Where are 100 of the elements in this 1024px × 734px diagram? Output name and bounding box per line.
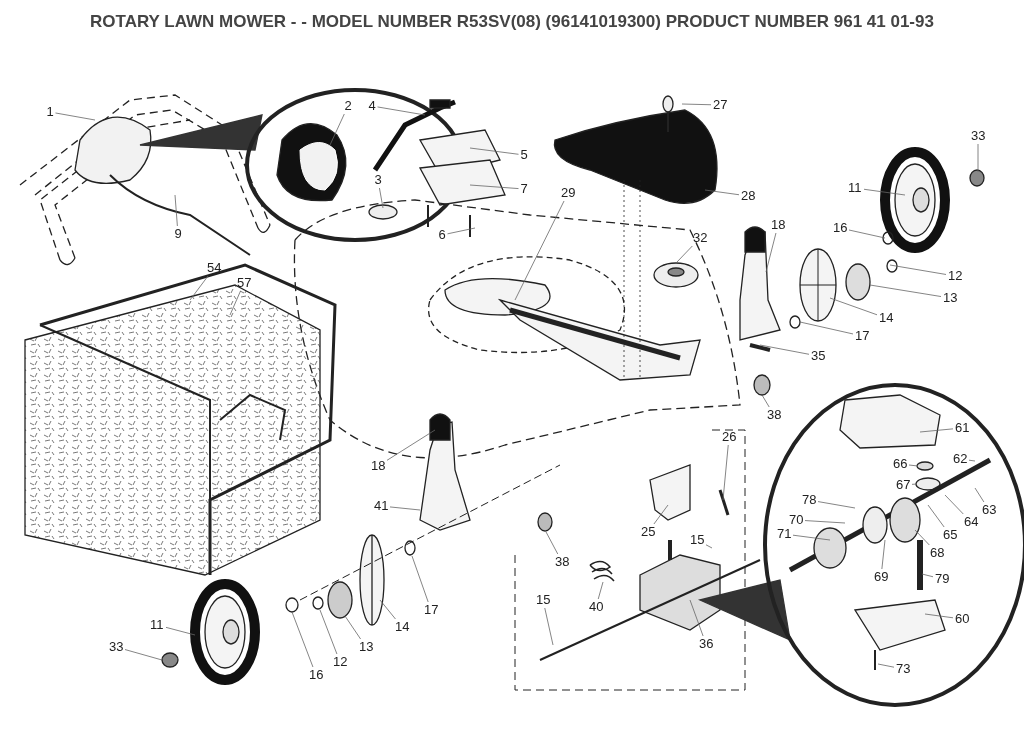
callout-number: 79 [934, 572, 951, 586]
callout-number: 67 [895, 478, 912, 492]
leader-line [544, 607, 554, 646]
callout-number: 15 [689, 533, 706, 547]
callout-number: 17 [423, 603, 440, 617]
callout-number: 6 [437, 228, 447, 242]
callout-number: 18 [370, 459, 387, 473]
callout-number: 12 [947, 269, 964, 283]
callout-number: 62 [952, 452, 969, 466]
callout-number: 63 [981, 503, 998, 517]
callout-number: 1 [45, 105, 55, 119]
leader-line [977, 143, 979, 173]
leader-line [927, 504, 945, 528]
leader-line [921, 573, 934, 578]
callout-number: 9 [173, 227, 183, 241]
leader-line [447, 227, 476, 235]
diagram-title: ROTARY LAWN MOWER - - MODEL NUMBER R53SV(08) (96141019300) PRODUCT NUMBER 961 41 01-93 [89, 12, 935, 32]
callout-number: 38 [766, 408, 783, 422]
leader-line [386, 429, 436, 461]
callout-number: 25 [640, 525, 657, 539]
leader-line [765, 232, 777, 273]
callout-number: 35 [810, 349, 827, 363]
leader-line [761, 394, 770, 408]
leader-line [379, 599, 396, 620]
leader-line [469, 184, 519, 189]
leader-line [291, 611, 314, 668]
callout-number: 32 [692, 231, 709, 245]
leader-line [377, 106, 426, 116]
callout-number: 69 [873, 570, 890, 584]
leader-line [124, 649, 163, 661]
leader-line [974, 487, 985, 503]
callout-number: 7 [519, 182, 529, 196]
leader-line [877, 663, 895, 668]
callout-number: 40 [588, 600, 605, 614]
callout-number: 71 [776, 527, 793, 541]
leader-line [705, 544, 713, 549]
callout-number: 12 [332, 655, 349, 669]
callout-number: 11 [847, 181, 863, 195]
leader-line [881, 539, 886, 570]
callout-number: 4 [367, 99, 377, 113]
callout-number: 18 [770, 218, 787, 232]
callout-number: 13 [942, 291, 959, 305]
callout-number: 16 [308, 668, 325, 682]
leader-line [968, 459, 976, 462]
callout-number: 33 [108, 640, 125, 654]
leader-line [329, 113, 345, 146]
leader-line [829, 297, 878, 316]
leader-line [389, 506, 421, 511]
leader-line [411, 555, 429, 603]
callout-number: 29 [560, 186, 577, 200]
callout-number: 11 [149, 618, 165, 632]
leader-line [924, 613, 954, 619]
callout-number: 78 [801, 493, 818, 507]
leader-line [869, 284, 942, 297]
callout-number: 64 [963, 515, 980, 529]
leader-line [804, 520, 846, 524]
callout-number: 5 [519, 148, 529, 162]
leader-line [722, 444, 729, 501]
leader-line [919, 428, 954, 433]
callout-number: 33 [970, 129, 987, 143]
callout-number: 61 [954, 421, 971, 435]
leader-line [704, 189, 740, 196]
callout-number: 3 [373, 173, 383, 187]
leader-line [914, 529, 930, 546]
callout-number: 65 [942, 528, 959, 542]
leader-line [911, 483, 918, 485]
leader-line [653, 504, 669, 525]
callout-number: 2 [343, 99, 353, 113]
callout-number: 66 [892, 457, 909, 471]
leader-line [676, 245, 693, 263]
leader-line [469, 147, 519, 155]
leader-line [908, 464, 919, 467]
leader-line [689, 599, 704, 637]
callout-number: 14 [394, 620, 411, 634]
leader-line [681, 103, 712, 106]
leader-line [229, 290, 241, 316]
callout-number: 17 [854, 329, 871, 343]
leader-line [379, 187, 384, 209]
callout-number: 14 [878, 311, 895, 325]
leader-line [514, 200, 565, 301]
leader-line [189, 275, 209, 301]
leader-line [792, 534, 831, 541]
callout-number: 60 [954, 612, 971, 626]
leader-line [174, 194, 178, 227]
callout-number: 54 [206, 261, 223, 275]
callout-number: 36 [698, 637, 715, 651]
callout-number: 68 [929, 546, 946, 560]
callout-number: 16 [832, 221, 849, 235]
leader-line [863, 188, 906, 196]
leader-line [848, 229, 886, 239]
leader-line [759, 344, 810, 355]
callout-number: 26 [721, 430, 738, 444]
leader-line [597, 581, 604, 600]
callout-number: 38 [554, 555, 571, 569]
leader-line [165, 626, 196, 636]
callout-number: 15 [535, 593, 552, 607]
leader-line [817, 501, 856, 509]
callout-number: 28 [740, 189, 757, 203]
leader-line [944, 494, 964, 515]
callout-number: 57 [236, 276, 253, 290]
